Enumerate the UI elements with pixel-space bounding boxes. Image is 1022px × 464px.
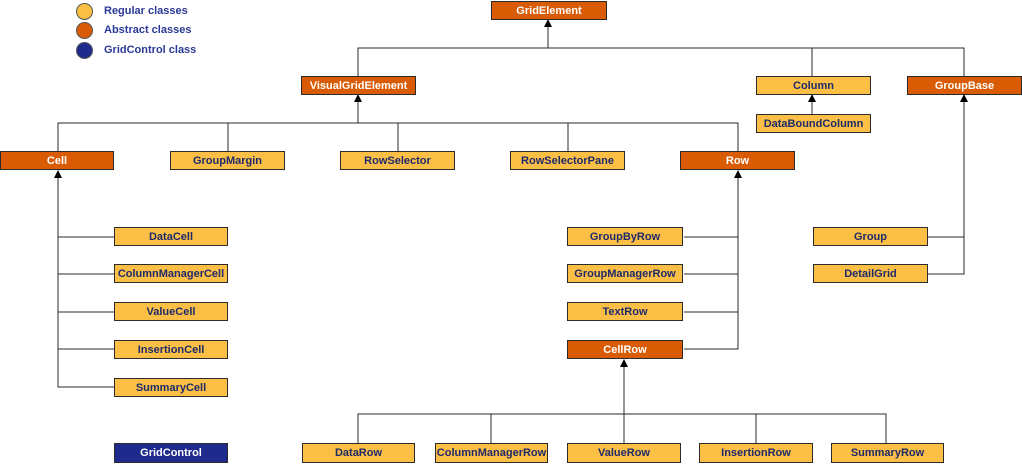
legend-abstract: Abstract classes	[76, 21, 191, 39]
inheritance-line	[357, 21, 549, 78]
class-group-manager-row: GroupManagerRow	[567, 264, 683, 283]
class-group: Group	[813, 227, 928, 246]
class-value-cell: ValueCell	[114, 302, 228, 321]
class-group-by-row: GroupByRow	[567, 227, 683, 246]
class-data-bound-column: DataBoundColumn	[756, 114, 871, 133]
class-text-row: TextRow	[567, 302, 683, 321]
arrowhead	[960, 94, 968, 102]
inheritance-line	[928, 96, 965, 275]
class-group-base: GroupBase	[907, 76, 1022, 95]
legend-regular: Regular classes	[76, 2, 188, 20]
class-column-manager-cell: ColumnManagerCell	[114, 264, 228, 283]
class-data-row: DataRow	[302, 443, 415, 463]
class-group-margin: GroupMargin	[170, 151, 285, 170]
class-insertion-row: InsertionRow	[699, 443, 813, 463]
class-insertion-cell: InsertionCell	[114, 340, 228, 359]
legend-gridcontrol: GridControl class	[76, 41, 196, 59]
class-row-selector: RowSelector	[340, 151, 455, 170]
inheritance-line	[357, 413, 887, 443]
class-summary-cell: SummaryCell	[114, 378, 228, 397]
class-cell: Cell	[0, 151, 114, 170]
arrowhead	[354, 94, 362, 102]
legend-label: Regular classes	[104, 5, 188, 17]
regular-dot-icon	[76, 2, 93, 20]
arrowhead	[54, 170, 62, 178]
inheritance-line	[812, 47, 965, 76]
class-cell-row: CellRow	[567, 340, 683, 359]
class-grid-control: GridControl	[114, 443, 228, 463]
class-grid-element: GridElement	[491, 1, 607, 20]
class-row-selector-pane: RowSelectorPane	[510, 151, 625, 170]
abstract-dot-icon	[76, 21, 93, 39]
arrowhead	[544, 19, 552, 27]
class-summary-row: SummaryRow	[831, 443, 944, 463]
arrowhead	[734, 170, 742, 178]
class-data-cell: DataCell	[114, 227, 228, 246]
gridcontrol-dot-icon	[76, 41, 93, 59]
class-column-manager-row: ColumnManagerRow	[435, 443, 548, 463]
inheritance-line	[57, 171, 114, 388]
class-value-row: ValueRow	[567, 443, 681, 463]
arrowhead	[808, 94, 816, 102]
arrowhead	[620, 359, 628, 367]
class-row: Row	[680, 151, 795, 170]
legend-label: Abstract classes	[104, 24, 192, 36]
class-detail-grid: DetailGrid	[813, 264, 928, 283]
inheritance-line	[684, 171, 739, 350]
class-column: Column	[756, 76, 871, 95]
inheritance-line	[548, 47, 813, 76]
legend-label: GridControl class	[104, 44, 197, 56]
class-visual-grid-element: VisualGridElement	[301, 76, 416, 95]
